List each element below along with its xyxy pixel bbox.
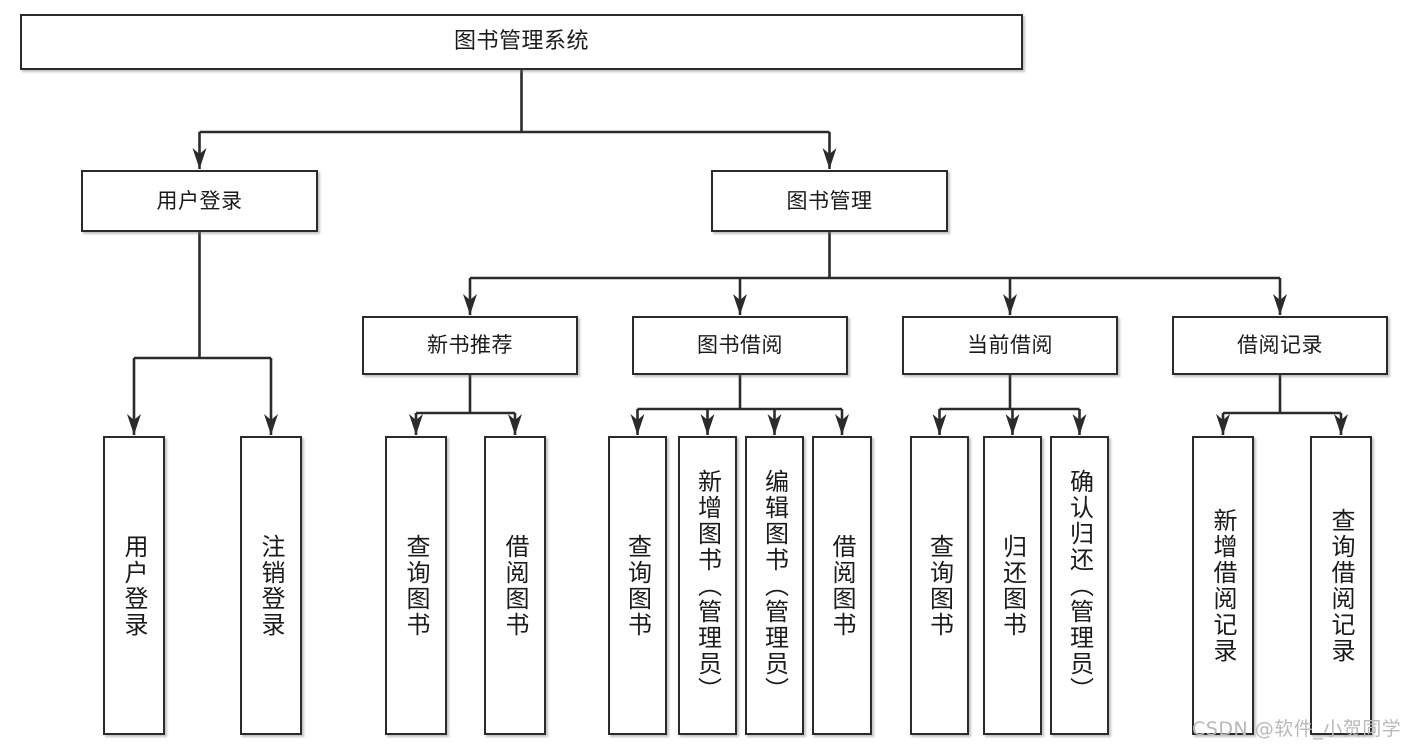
node-leaf_user_login: 用户登录 <box>103 436 165 735</box>
node-label-borrow_record: 借阅记录 <box>1237 333 1323 358</box>
arrowhead-new_book_rec-to-leaf_rec_query <box>409 414 423 435</box>
node-label-new_book_rec: 新书推荐 <box>427 333 513 358</box>
node-label-root: 图书管理系统 <box>453 29 589 55</box>
arrowhead-current_borrow-to-leaf_cb_query <box>932 414 947 435</box>
node-book_mgmt: 图书管理 <box>711 170 948 232</box>
node-current_borrow: 当前借阅 <box>902 316 1118 375</box>
arrowhead-borrow_record-to-leaf_br_query <box>1334 414 1348 435</box>
arrowhead-root-to-user_login <box>192 148 207 169</box>
node-leaf_bb_edit: 编辑图书（管理员） <box>745 436 804 735</box>
node-label-leaf_cb_return: 归还图书 <box>998 533 1027 638</box>
node-label-leaf_bb_add: 新增图书（管理员） <box>693 468 722 703</box>
node-leaf_user_logout: 注销登录 <box>240 436 302 735</box>
node-leaf_br_add: 新增借阅记录 <box>1192 436 1254 735</box>
node-leaf_bb_borrow: 借阅图书 <box>812 436 872 735</box>
node-label-leaf_bb_borrow: 借阅图书 <box>828 533 856 638</box>
node-book_borrow: 图书借阅 <box>632 316 848 375</box>
arrowhead-user_login-to-leaf_user_login <box>127 414 141 435</box>
arrowhead-book_mgmt-to-current_borrow <box>1003 294 1017 315</box>
arrowhead-current_borrow-to-leaf_cb_confirm <box>1072 414 1087 435</box>
node-label-leaf_br_query: 查询借阅记录 <box>1327 507 1355 664</box>
edge-group <box>127 70 1348 435</box>
node-label-leaf_cb_query: 查询图书 <box>925 533 954 638</box>
arrowhead-book_borrow-to-leaf_bb_borrow <box>835 414 849 435</box>
node-leaf_cb_return: 归还图书 <box>983 436 1042 735</box>
node-user_login: 用户登录 <box>81 170 318 232</box>
node-leaf_bb_add: 新增图书（管理员） <box>678 436 737 735</box>
arrowhead-current_borrow-to-leaf_cb_return <box>1005 414 1020 435</box>
arrowhead-book_mgmt-to-book_borrow <box>733 294 747 315</box>
arrowhead-user_login-to-leaf_user_logout <box>264 414 278 435</box>
arrowhead-new_book_rec-to-leaf_rec_borrow <box>508 414 522 435</box>
node-label-leaf_rec_query: 查询图书 <box>402 533 430 638</box>
node-leaf_rec_borrow: 借阅图书 <box>484 436 546 735</box>
node-leaf_bb_query: 查询图书 <box>608 436 667 735</box>
node-label-user_login: 用户登录 <box>156 188 243 213</box>
node-label-leaf_bb_query: 查询图书 <box>623 533 652 638</box>
node-root: 图书管理系统 <box>20 14 1023 70</box>
node-label-leaf_user_login: 用户登录 <box>120 533 148 638</box>
node-borrow_record: 借阅记录 <box>1172 316 1388 375</box>
node-label-leaf_user_logout: 注销登录 <box>257 533 285 638</box>
node-leaf_cb_query: 查询图书 <box>910 436 969 735</box>
arrowhead-book_borrow-to-leaf_bb_edit <box>767 414 782 435</box>
arrowhead-book_borrow-to-leaf_bb_add <box>700 414 715 435</box>
arrowhead-book_mgmt-to-borrow_record <box>1273 294 1287 315</box>
arrowhead-book_borrow-to-leaf_bb_query <box>630 414 645 435</box>
arrowhead-root-to-book_mgmt <box>822 148 837 169</box>
node-label-book_mgmt: 图书管理 <box>786 188 873 213</box>
arrowhead-book_mgmt-to-new_book_rec <box>463 294 477 315</box>
node-label-leaf_rec_borrow: 借阅图书 <box>501 533 529 638</box>
node-leaf_br_query: 查询借阅记录 <box>1310 436 1372 735</box>
node-label-leaf_cb_confirm: 确认归还（管理员） <box>1065 468 1094 703</box>
node-label-book_borrow: 图书借阅 <box>697 333 783 358</box>
node-new_book_rec: 新书推荐 <box>362 316 578 375</box>
node-label-current_borrow: 当前借阅 <box>967 333 1053 358</box>
node-label-leaf_bb_edit: 编辑图书（管理员） <box>760 468 789 703</box>
node-label-leaf_br_add: 新增借阅记录 <box>1209 507 1237 664</box>
arrowhead-borrow_record-to-leaf_br_add <box>1216 414 1230 435</box>
node-leaf_rec_query: 查询图书 <box>385 436 447 735</box>
node-leaf_cb_confirm: 确认归还（管理员） <box>1050 436 1109 735</box>
